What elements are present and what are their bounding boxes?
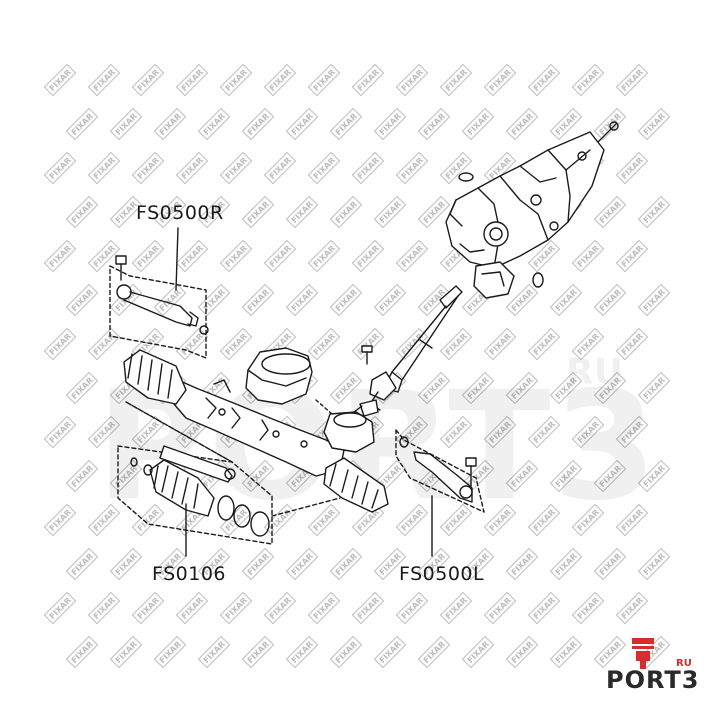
label-tie-rod-left: FS0500L [399,563,485,585]
tie-rod-right-part [109,227,209,359]
tie-rod-left-part [395,429,485,557]
boot-kit-part [117,401,341,557]
steering-column [359,121,619,417]
brand-logo: RU PORT3 [606,636,706,696]
label-boot: FS0106 [152,563,227,585]
rack-boot-right [123,349,187,405]
logo-text: PORT3 [606,666,700,694]
pinion-cover [245,347,313,405]
piston-icon [632,638,654,669]
background-watermark-suffix: RU [566,352,623,393]
steering-rack [173,379,375,477]
logo-suffix: RU [676,658,692,669]
rack-boot-left [323,457,389,513]
label-tie-rod-right: FS0500R [136,202,224,224]
